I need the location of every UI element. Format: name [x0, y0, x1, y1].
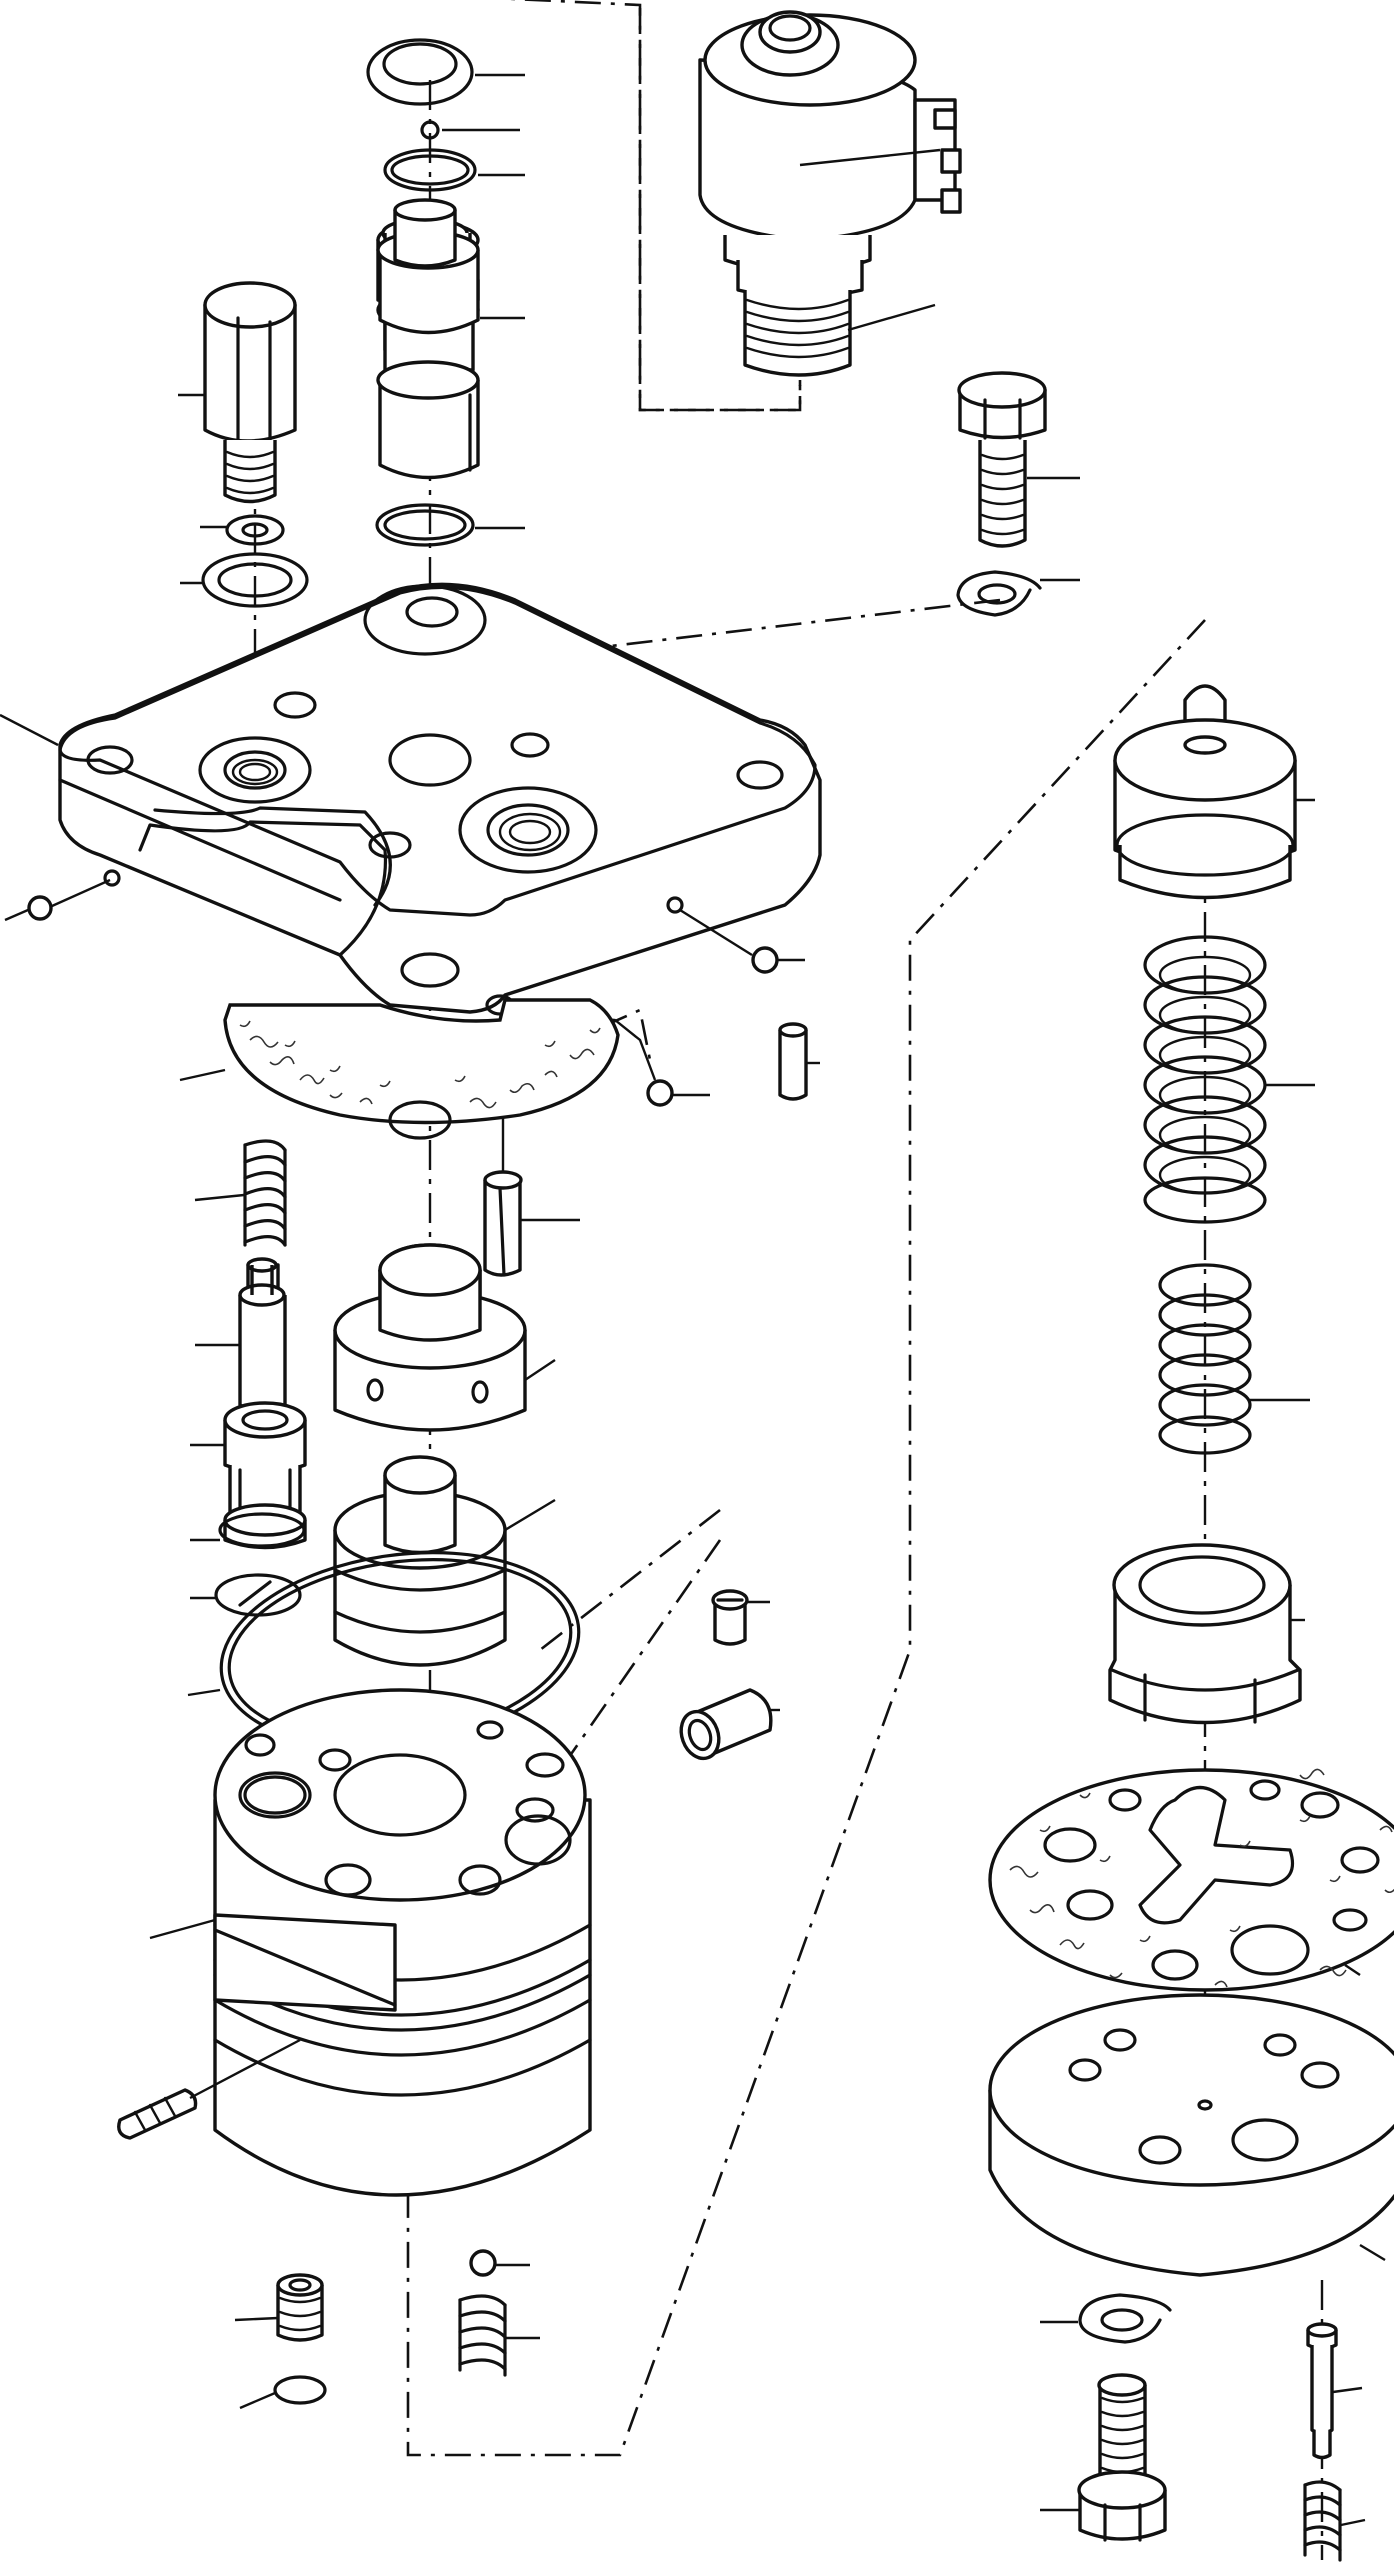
lock-washer [956, 570, 1080, 617]
valve-body [149, 1688, 592, 2197]
snap-ring [190, 1573, 302, 1617]
washer-small [200, 514, 285, 546]
sleeve [679, 1688, 780, 1761]
hex-bolt [957, 371, 1080, 548]
spring-bottom [458, 2294, 540, 2377]
o-ring [383, 148, 525, 192]
valve-spool [376, 198, 525, 480]
set-screw [711, 1589, 770, 1646]
ball-bottom [469, 2249, 530, 2277]
spring-small [194, 1139, 287, 1247]
valve-seat [190, 1401, 307, 1550]
accumulator-piston [1113, 684, 1315, 900]
spring-outer [1143, 935, 1315, 1224]
small-ball [420, 120, 520, 140]
spring-lower [1303, 2480, 1366, 2562]
solenoid-valve [698, 10, 962, 377]
lock-washer-lower [1040, 2293, 1172, 2344]
ball-right [679, 908, 805, 974]
plug-bottom [234, 2273, 324, 2342]
o-ring-seat [190, 1512, 306, 1548]
cover-plate [0, 582, 822, 1016]
o-ring-lower [375, 503, 525, 547]
cup-retainer [1108, 1543, 1305, 1725]
dowel-pin [778, 1022, 820, 1101]
gasket-lower [988, 1768, 1394, 1992]
plug-fitting [178, 281, 297, 504]
bolt-lower [1040, 2373, 1167, 2542]
pin-plunger [195, 1257, 287, 1414]
end-plate [988, 1993, 1394, 2277]
piston-lower [333, 1455, 556, 1667]
top-o-ring [366, 38, 525, 106]
piston-upper [333, 1243, 556, 1432]
dowel-body [117, 2038, 301, 2140]
ball-left [4, 878, 111, 922]
gasket-upper [179, 998, 620, 1140]
spring-inner [1158, 1263, 1310, 1455]
o-ring-bottom [239, 2375, 327, 2410]
washer-large [180, 552, 309, 608]
pin-lower [1306, 2322, 1363, 2460]
